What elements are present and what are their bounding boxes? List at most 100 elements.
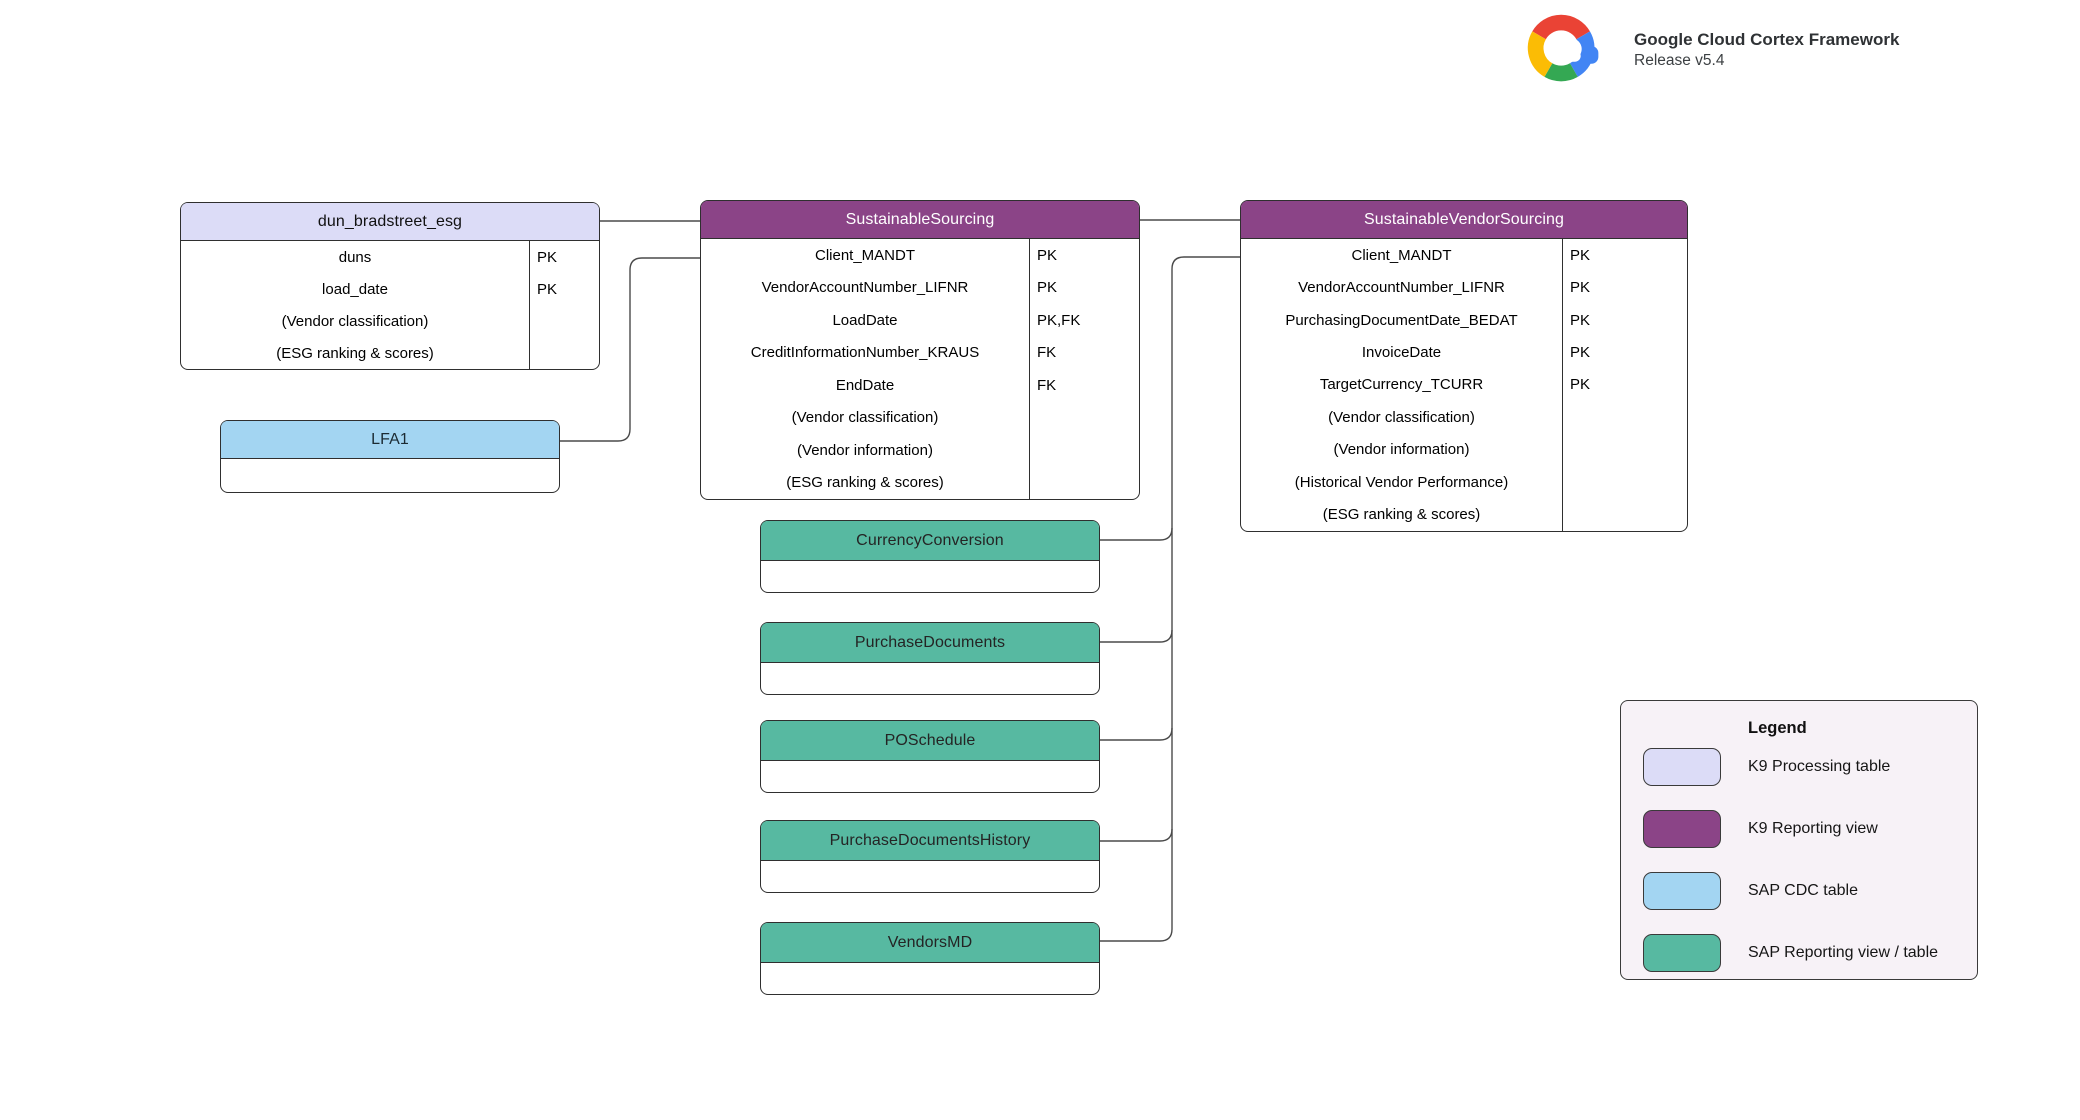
- field-name: (Vendor classification): [1328, 408, 1475, 426]
- field-name: Client_MANDT: [1351, 246, 1452, 264]
- table-row: PurchasingDocumentDate_BEDAT PK: [1241, 303, 1687, 337]
- table-row: Client_MANDT PK: [701, 239, 1139, 272]
- field-key: [1562, 401, 1687, 434]
- table-row: duns PK: [181, 241, 599, 273]
- sap-cdc-swatch: [1643, 872, 1721, 910]
- field-key: FK: [1029, 336, 1139, 369]
- table-row: EndDate FK: [701, 369, 1139, 402]
- field-name: LoadDate: [832, 311, 898, 329]
- legend-label: K9 Reporting view: [1748, 820, 1878, 837]
- connector-purchasedocumentshistory: [1100, 828, 1173, 842]
- table-title: POSchedule: [761, 721, 1099, 761]
- table-title: SustainableVendorSourcing: [1241, 201, 1687, 239]
- field-name: load_date: [322, 280, 388, 298]
- legend-item-k9-reporting: K9 Reporting view: [1643, 810, 1977, 848]
- table-currencyconversion: CurrencyConversion: [760, 520, 1100, 593]
- legend: Legend K9 Processing table K9 Reporting …: [1620, 700, 1978, 980]
- field-name: EndDate: [835, 376, 895, 394]
- connector-purchasedocuments: [1100, 629, 1173, 643]
- field-name: CreditInformationNumber_KRAUS: [750, 344, 980, 362]
- table-sustainablevendorsourcing: SustainableVendorSourcing Client_MANDT PK…: [1240, 200, 1688, 532]
- table-purchasedocuments: PurchaseDocuments: [760, 622, 1100, 695]
- field-name: (Vendor information): [797, 441, 933, 459]
- connector-currencyconversion: [1100, 527, 1173, 541]
- table-row: (Vendor information): [701, 434, 1139, 467]
- field-name: (Historical Vendor Performance): [1294, 473, 1509, 491]
- table-row: LoadDate PK,FK: [701, 304, 1139, 337]
- sap-reporting-swatch: [1643, 934, 1721, 972]
- table-row: Client_MANDT PK: [1241, 239, 1687, 272]
- table-title: LFA1: [221, 421, 559, 459]
- field-name: (ESG ranking & scores): [276, 344, 434, 362]
- table-title: PurchaseDocuments: [761, 623, 1099, 663]
- field-key: [1029, 466, 1139, 499]
- table-row: VendorAccountNumber_LIFNR PK: [701, 271, 1139, 304]
- field-name: PurchasingDocumentDate_BEDAT: [1285, 311, 1518, 329]
- table-vendorsmd: VendorsMD: [760, 922, 1100, 995]
- field-name: (Vendor classification): [281, 312, 429, 330]
- legend-label: K9 Processing table: [1748, 758, 1891, 775]
- field-name: (Vendor classification): [791, 409, 939, 427]
- field-key: FK: [1029, 369, 1139, 402]
- table-row: (ESG ranking & scores): [1241, 498, 1687, 531]
- table-row: (Vendor classification): [181, 305, 599, 337]
- field-name: (Vendor information): [1333, 441, 1470, 459]
- table-row: (ESG ranking & scores): [181, 337, 599, 369]
- table-title: PurchaseDocumentsHistory: [761, 821, 1099, 861]
- legend-title: Legend: [1748, 719, 1807, 737]
- k9-reporting-swatch: [1643, 810, 1721, 848]
- field-name: Client_MANDT: [814, 246, 916, 264]
- k9-processing-swatch: [1643, 748, 1721, 786]
- field-name: VendorAccountNumber_LIFNR: [761, 279, 969, 297]
- field-name: duns: [338, 248, 372, 266]
- table-lfa1: LFA1: [220, 420, 560, 493]
- table-row: TargetCurrency_TCURR PK: [1241, 368, 1687, 402]
- field-name: TargetCurrency_TCURR: [1319, 376, 1484, 394]
- table-row: (Historical Vendor Performance): [1241, 466, 1687, 499]
- field-key: PK: [1562, 271, 1687, 304]
- table-row: VendorAccountNumber_LIFNR PK: [1241, 271, 1687, 304]
- field-name: (ESG ranking & scores): [1322, 506, 1481, 524]
- brand-header: Google Cloud Cortex Framework Release v5…: [1518, 8, 1899, 92]
- field-name: (ESG ranking & scores): [786, 474, 944, 492]
- legend-item-sap-cdc: SAP CDC table: [1643, 872, 1977, 910]
- field-key: [529, 305, 599, 337]
- connector-poschedule: [1100, 727, 1173, 741]
- table-title: SustainableSourcing: [701, 201, 1139, 239]
- field-key: PK,FK: [1029, 304, 1139, 337]
- table-purchasedocumentshistory: PurchaseDocumentsHistory: [760, 820, 1100, 893]
- field-key: [1029, 434, 1139, 467]
- table-row: (ESG ranking & scores): [701, 466, 1139, 499]
- field-name: InvoiceDate: [1361, 344, 1442, 362]
- field-key: [1029, 401, 1139, 434]
- field-key: PK: [1562, 368, 1687, 402]
- field-key: PK: [529, 273, 599, 305]
- field-key: PK: [1029, 271, 1139, 304]
- field-key: [529, 337, 599, 369]
- table-row: CreditInformationNumber_KRAUS FK: [701, 336, 1139, 369]
- field-key: PK: [1562, 239, 1687, 272]
- field-key: [1562, 498, 1687, 531]
- brand-subtitle: Release v5.4: [1634, 51, 1725, 69]
- legend-item-sap-reporting: SAP Reporting view / table: [1643, 934, 1977, 972]
- table-row: load_date PK: [181, 273, 599, 305]
- brand-title: Google Cloud Cortex Framework: [1634, 29, 1900, 49]
- field-key: PK: [529, 241, 599, 273]
- google-cloud-logo: [1527, 14, 1599, 82]
- legend-label: SAP Reporting view / table: [1748, 944, 1939, 961]
- table-row: (Vendor classification): [701, 401, 1139, 434]
- field-key: PK: [1029, 239, 1139, 272]
- table-title: dun_bradstreet_esg: [181, 203, 599, 241]
- field-key: PK: [1562, 303, 1687, 337]
- legend-label: SAP CDC table: [1748, 882, 1858, 899]
- field-key: [1562, 466, 1687, 499]
- table-title: VendorsMD: [761, 923, 1099, 963]
- table-title: CurrencyConversion: [761, 521, 1099, 561]
- field-name: VendorAccountNumber_LIFNR: [1298, 279, 1505, 297]
- table-row: (Vendor classification): [1241, 401, 1687, 434]
- table-poschedule: POSchedule: [760, 720, 1100, 793]
